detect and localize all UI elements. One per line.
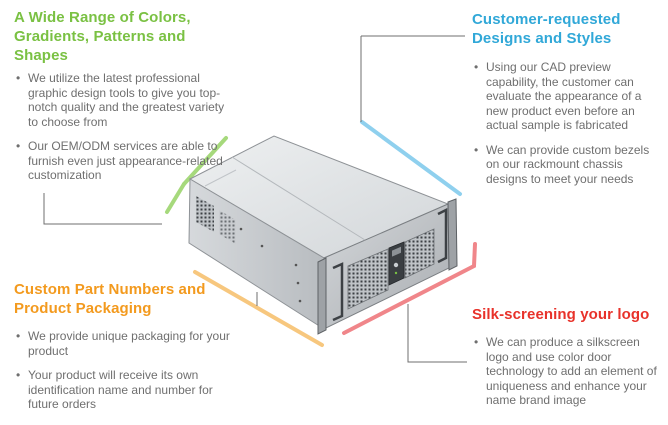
list-item: Your product will receive its own identi… [14, 368, 234, 412]
panel-colors-gradients: A Wide Range of Colors, Gradients, Patte… [14, 8, 234, 193]
power-button [393, 262, 399, 268]
handle-left [332, 262, 344, 322]
connector-red [342, 242, 477, 335]
bullet-list-colors: We utilize the latest professional graph… [14, 71, 234, 183]
rack-ear-left [317, 257, 327, 335]
front-vent-left [347, 248, 389, 310]
handle-right [437, 207, 448, 264]
connector-orange [193, 270, 324, 347]
connector-red-thin [407, 304, 467, 363]
rackmount-chassis [188, 135, 458, 335]
panel-silk-screening: Silk-screening your logo We can produce … [472, 305, 662, 418]
side-vent-upper [196, 196, 214, 232]
heading-customer-designs: Customer-requested Designs and Styles [472, 11, 621, 47]
bullet-list-designs: Using our CAD preview capability, the cu… [472, 60, 662, 186]
heading-colors-gradients: A Wide Range of Colors, Gradients, Patte… [14, 9, 191, 64]
bullet-list-silkscreen: We can produce a silkscreen logo and use… [472, 335, 662, 408]
list-item: Our OEM/ODM services are able to furnish… [14, 139, 234, 183]
list-item: We provide unique packaging for your pro… [14, 329, 234, 358]
front-vent-right [404, 228, 435, 279]
list-item: We can produce a silkscreen logo and use… [472, 335, 662, 408]
list-item: Using our CAD preview capability, the cu… [472, 60, 662, 133]
panel-customer-designs: Customer-requested Designs and Styles Us… [472, 10, 662, 196]
connector-green-thin [43, 193, 162, 225]
panel-part-numbers: Custom Part Numbers and Product Packagin… [14, 280, 234, 422]
heading-part-numbers: Custom Part Numbers and Product Packagin… [14, 281, 206, 317]
connector-blue [360, 120, 462, 196]
heading-silk-screening: Silk-screening your logo [472, 306, 650, 323]
side-vent-lower [219, 210, 236, 244]
list-item: We utilize the latest professional graph… [14, 71, 234, 129]
bullet-list-packaging: We provide unique packaging for your pro… [14, 329, 234, 412]
rack-ear-right [447, 198, 458, 271]
list-item: We can provide custom bezels on our rack… [472, 143, 662, 187]
